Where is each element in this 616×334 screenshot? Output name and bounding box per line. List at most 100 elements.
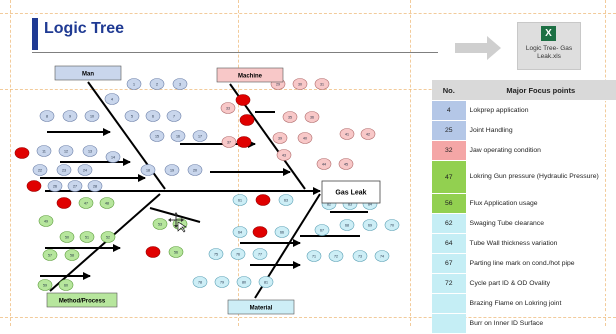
cause-bubble xyxy=(172,78,188,90)
cause-number: 43 xyxy=(282,153,286,157)
cause-number: 59 xyxy=(43,283,47,287)
cause-bubble xyxy=(258,276,274,288)
cause-bubble xyxy=(278,194,294,206)
row-number: 67 xyxy=(432,253,466,274)
cause-bubble xyxy=(187,164,203,176)
cause-bubble xyxy=(149,78,165,90)
cause-bubble xyxy=(235,94,251,106)
row-number: 25 xyxy=(432,120,466,141)
cause-number: 75 xyxy=(214,252,218,256)
cause-number: 12 xyxy=(64,149,68,153)
row-number xyxy=(432,313,466,334)
attachment-file[interactable]: X Logic Tree- Gas Leak.xls xyxy=(517,22,581,70)
cause-bubble xyxy=(316,158,332,170)
cause-number: 73 xyxy=(358,254,362,258)
cause-number: 53 xyxy=(158,222,162,226)
cause-bubble xyxy=(170,130,186,142)
row-focus-point: Tube Wall thickness variation xyxy=(465,233,616,254)
arrow-right-icon xyxy=(455,36,501,60)
cause-number: 4 xyxy=(111,97,113,101)
row-number xyxy=(432,293,466,314)
cause-bubble xyxy=(192,130,208,142)
row-number: 47 xyxy=(432,160,466,194)
cause-bubble xyxy=(58,279,74,291)
cause-bubble xyxy=(168,246,184,258)
cause-bubble xyxy=(145,110,161,122)
row-focus-point: Joint Handling xyxy=(465,120,616,141)
cause-bubble xyxy=(42,249,58,261)
cause-bubble xyxy=(360,128,376,140)
category-label-material: Material xyxy=(250,306,273,312)
cause-number: 27 xyxy=(73,184,77,188)
table-header-focus: Major Focus points xyxy=(465,80,616,101)
cause-bubble xyxy=(87,180,103,192)
cause-number: 26 xyxy=(53,184,57,188)
cause-bubble xyxy=(152,218,168,230)
guide-line xyxy=(410,0,411,326)
cause-bubble xyxy=(339,219,355,231)
cause-number: 1 xyxy=(133,82,135,86)
cause-bubble xyxy=(56,164,72,176)
cause-number: 23 xyxy=(62,168,66,172)
cause-number: 36 xyxy=(310,115,314,119)
cause-bubble xyxy=(149,130,165,142)
cause-number: 39 xyxy=(278,136,282,140)
cause-bubble xyxy=(297,132,313,144)
row-focus-point: Brazing Flame on Lokring joint xyxy=(465,293,616,314)
cause-bubble xyxy=(78,197,94,209)
table-row: Burr on Inner ID Surface xyxy=(432,313,616,334)
cause-number: 66 xyxy=(280,230,284,234)
cause-bubble xyxy=(64,249,80,261)
cause-number: 11 xyxy=(42,149,46,153)
cause-bubble xyxy=(62,110,78,122)
cause-number: 78 xyxy=(198,280,202,284)
cause-bubble xyxy=(77,164,93,176)
cause-number: 37 xyxy=(227,140,231,144)
cause-number: 18 xyxy=(146,168,150,172)
row-focus-point: Cycle part ID & OD Ovality xyxy=(465,273,616,294)
cause-number: 14 xyxy=(111,155,115,159)
cause-bubble xyxy=(56,197,72,209)
category-label-method: Method/Process xyxy=(59,299,106,305)
cause-bubble xyxy=(26,180,42,192)
cause-number: 82 xyxy=(327,202,331,206)
cause-number: 84 xyxy=(368,202,372,206)
cause-number: 57 xyxy=(48,253,52,257)
cause-number: 45 xyxy=(344,162,348,166)
cause-number: 60 xyxy=(64,283,68,287)
cause-number: 13 xyxy=(88,149,92,153)
cause-bubble xyxy=(99,197,115,209)
cause-number: 22 xyxy=(38,168,42,172)
cause-bubble xyxy=(82,145,98,157)
cause-number: 51 xyxy=(85,235,89,239)
move-cursor-icon xyxy=(168,212,188,233)
cause-bubble xyxy=(59,231,75,243)
cause-bubble xyxy=(384,219,400,231)
table-row: Brazing Flame on Lokring joint xyxy=(432,293,616,314)
cause-number: 52 xyxy=(106,235,110,239)
cause-bubble xyxy=(314,78,330,90)
cause-number: 15 xyxy=(155,134,159,138)
cause-bubble xyxy=(352,250,368,262)
cause-bubble xyxy=(221,136,237,148)
cause-bubble xyxy=(67,180,83,192)
cause-number: 67 xyxy=(320,228,324,232)
cause-bubble xyxy=(124,110,140,122)
cause-bubble xyxy=(166,110,182,122)
cause-bubble xyxy=(252,248,268,260)
cause-bubble xyxy=(79,231,95,243)
cause-number: 5 xyxy=(131,114,133,118)
cause-number: 63 xyxy=(284,198,288,202)
effect-box xyxy=(321,180,381,204)
cause-number: 50 xyxy=(65,235,69,239)
cause-bubble xyxy=(236,276,252,288)
cause-number: 47 xyxy=(84,201,88,205)
row-focus-point: Lokprep application xyxy=(465,100,616,121)
row-focus-point: Swaging Tube clearance xyxy=(465,213,616,234)
